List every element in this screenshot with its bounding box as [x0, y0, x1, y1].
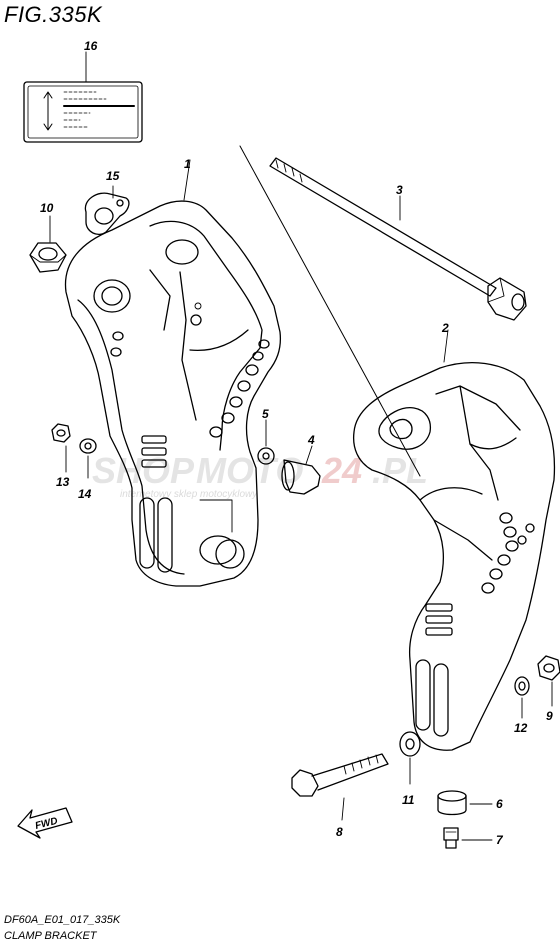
callout-7: 7 — [496, 833, 504, 847]
pin-part-4 — [281, 445, 321, 495]
clamp-bracket-right-part-2 — [352, 329, 556, 751]
callout-2: 2 — [441, 321, 449, 335]
leader-lines — [239, 145, 421, 477]
drawing-name: CLAMP BRACKET — [4, 930, 97, 942]
fwd-label: FWD — [34, 816, 59, 832]
watermark-main-c: 24 — [321, 450, 362, 491]
callout-11: 11 — [402, 793, 415, 807]
watermark-main-d: .PL — [372, 450, 428, 491]
callout-15: 15 — [106, 169, 120, 183]
drawing-code: DF60A_E01_017_335K — [4, 914, 121, 926]
watermark: SHOP MOTO 24 .PL internetowy sklep motoc… — [92, 450, 428, 500]
callout-12: 12 — [514, 721, 528, 735]
label-plate-part-16 — [23, 51, 143, 143]
callout-4: 4 — [307, 433, 315, 447]
washer-part-5 — [257, 419, 275, 465]
nut-part-10 — [29, 215, 67, 273]
watermark-sub: internetowy sklep motocyklowy — [120, 489, 258, 500]
callout-5: 5 — [262, 407, 269, 421]
washer-part-12 — [514, 676, 530, 719]
callout-10: 10 — [40, 201, 54, 215]
washer-part-14 — [79, 438, 97, 479]
callout-1: 1 — [184, 157, 191, 171]
long-bolt-part-3 — [269, 157, 527, 321]
nut-part-9 — [537, 655, 560, 707]
clamp-bracket-left-part-1 — [64, 159, 282, 587]
callouts: 16 1 15 10 3 2 5 4 13 14 9 12 11 6 8 7 — [40, 39, 553, 847]
screw-part-7 — [443, 827, 493, 849]
washer-part-11 — [399, 731, 421, 785]
gasket-part-15 — [84, 185, 130, 236]
callout-3: 3 — [396, 183, 403, 197]
spacer-part-6 — [437, 790, 493, 816]
callout-16: 16 — [84, 39, 98, 53]
callout-6: 6 — [496, 797, 503, 811]
callout-14: 14 — [78, 487, 92, 501]
callout-9: 9 — [546, 709, 553, 723]
fwd-arrow-icon: FWD — [17, 807, 73, 839]
nut-part-13 — [51, 423, 71, 473]
callout-8: 8 — [336, 825, 343, 839]
figure-title: FIG.335K — [4, 2, 103, 27]
bolt-part-8 — [291, 753, 389, 821]
watermark-main-a: SHOP — [92, 450, 195, 491]
callout-13: 13 — [56, 475, 70, 489]
